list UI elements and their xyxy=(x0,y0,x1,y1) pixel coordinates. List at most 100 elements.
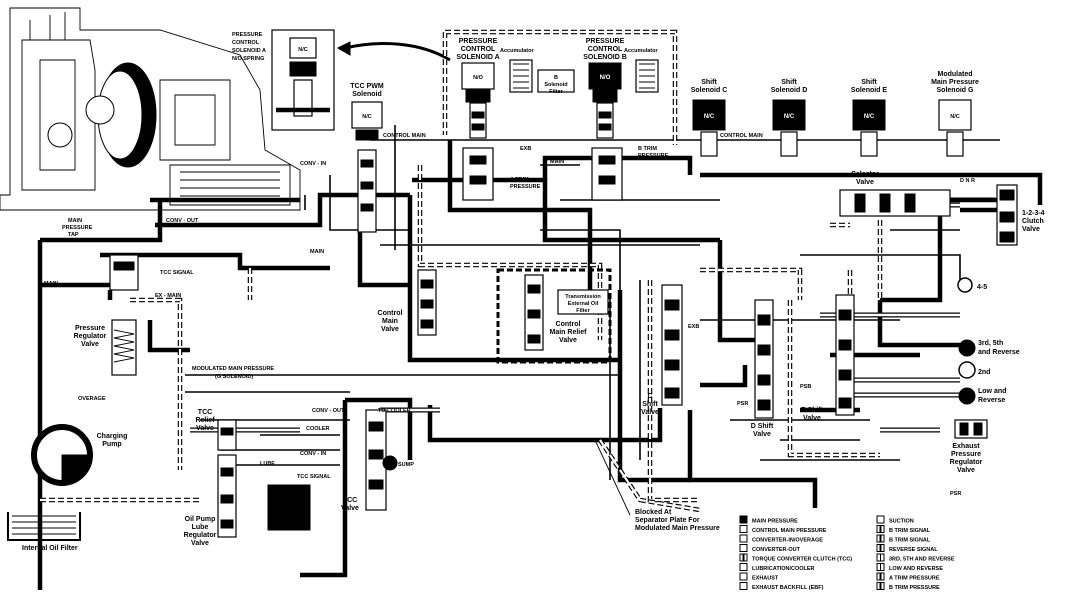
to-cooler-label: TO COOLER xyxy=(378,408,411,414)
inset-label-2: CONTROL xyxy=(232,40,260,46)
legend-item-label: REVERSE SIGNAL xyxy=(889,547,938,553)
inset-label-1: PRESSURE xyxy=(232,32,263,38)
sump-label: SUMP xyxy=(398,462,414,468)
accumulator-a-label: Accumulator xyxy=(500,48,534,54)
transmission-cross-section xyxy=(0,7,301,211)
control-main-relief-valve: Control Main Relief Valve Transmission E… xyxy=(496,268,612,364)
blocked-note-1: Blocked At xyxy=(635,509,672,516)
legend-item-label: MAIN PRESSURE xyxy=(752,519,798,525)
clutch-3rd-label-1: 3rd, 5th xyxy=(978,340,1003,347)
clutch-4-5-label: 4-5 xyxy=(977,284,987,291)
exhaust-regulator-valve: Exhaust Pressure Regulator Valve xyxy=(950,419,988,474)
pcs-a-label-1: PRESSURE xyxy=(459,38,498,45)
a-trim-label-2: PRESSURE xyxy=(510,184,541,190)
main-label-left: MAIN xyxy=(44,281,58,287)
exhaust-reg-label-4: Valve xyxy=(957,467,975,474)
sol-g-nc: N/C xyxy=(950,114,960,120)
tcc-valve-label-1: TCC xyxy=(343,497,357,504)
control-lines xyxy=(185,125,1000,480)
pcs-a-label-3: SOLENOID A xyxy=(456,54,499,61)
shift-e-label-2: Solenoid E xyxy=(851,87,888,94)
exhaust-reg-label-2: Pressure xyxy=(951,451,981,458)
lube-reg-label-3: Regulator xyxy=(184,532,217,539)
e-shift-label-2: Valve xyxy=(803,415,821,422)
relief-valve-label-2: Main Relief xyxy=(550,329,588,336)
e-shift-label-1: E Shift xyxy=(801,407,824,414)
d-shift-label-1: D Shift xyxy=(751,423,774,430)
pcs-b-label-3: SOLENOID B xyxy=(583,54,627,61)
shift-solenoid-c: Shift Solenoid C N/C xyxy=(691,79,728,157)
control-main-valve-label-1: Control xyxy=(378,310,403,317)
modulated-main-2: (G SOLENOID) xyxy=(215,374,253,380)
sol-g-label-3: Solenoid G xyxy=(937,87,975,94)
internal-oil-filter: Internal Oil Filter xyxy=(7,512,81,552)
selector-valve-label-2: Valve xyxy=(856,179,874,186)
d-shift-label-2: Valve xyxy=(753,431,771,438)
legend-item-label: CONVERTER-OUT xyxy=(752,547,801,553)
main-pressure-tap-3: TAP xyxy=(68,232,79,238)
b-trim-label-1: B TRIM xyxy=(638,146,657,152)
conv-out-label-bottom: CONV - OUT xyxy=(312,408,345,414)
pcs-a-no: N/O xyxy=(473,75,484,81)
legend-item-label: TORQUE CONVERTER CLUTCH (TCC) xyxy=(752,557,852,563)
tcc-relief-label-3: Valve xyxy=(196,425,214,432)
solenoid-filter: B Solenoid Filter xyxy=(537,69,575,95)
legend-item-label: EXHAUST xyxy=(752,576,779,582)
a-trim-label-1: A TRIM xyxy=(510,177,529,183)
legend-item-label: B TRIM PRESSURE xyxy=(889,585,940,591)
clutch-2nd-label: 2nd xyxy=(978,369,990,376)
legend-item-label: CONTROL MAIN PRESSURE xyxy=(752,528,827,534)
cooler-label: COOLER xyxy=(306,426,330,432)
exb-label: EXB xyxy=(520,146,531,152)
line-labels: MAIN CONV - IN CONV - OUT MAIN PRESSURE … xyxy=(44,161,961,497)
inset-label-4: N/O SPRING xyxy=(232,56,264,62)
blocked-note: Blocked At Separator Plate For Modulated… xyxy=(594,439,720,532)
tcc-relief-label-1: TCC xyxy=(198,409,212,416)
accumulator-b-label: Accumulator xyxy=(624,48,658,54)
main-pressure-tap-2: PRESSURE xyxy=(62,225,93,231)
pcs-b-no: N/O xyxy=(600,75,611,81)
charging-pump-label-1: Charging xyxy=(97,433,128,440)
ex-main-label: EX - MAIN xyxy=(155,293,181,299)
inset-label-3: SOLENOID A xyxy=(232,48,266,54)
c-shift-valve: C Shift Valve EXB xyxy=(641,284,699,416)
relief-valve-label-1: Control xyxy=(556,321,581,328)
shift-c-nc: N/C xyxy=(704,114,715,120)
legend: MAIN PRESSURE CONTROL MAIN PRESSURE CONVER… xyxy=(739,515,955,591)
psr-label-d: PSR xyxy=(737,401,748,407)
solenoid-filter-label-2: Solenoid xyxy=(544,82,567,88)
relief-valve-label-3: Valve xyxy=(559,337,577,344)
selector-valve-label-1: Selector xyxy=(851,171,879,178)
solenoid-filter-label-3: Filter xyxy=(549,89,563,95)
main-label-mid-left: MAIN xyxy=(310,249,324,255)
tcc-pwm-label-1: TCC PWM xyxy=(350,83,384,90)
pressure-control-solenoid-a: PRESSURE CONTROL SOLENOID A N/O Accumula… xyxy=(456,38,534,139)
shift-d-label-1: Shift xyxy=(781,79,797,86)
legend-swatch xyxy=(876,515,885,524)
tcc-signal-label-bottom: TCC SIGNAL xyxy=(297,474,331,480)
pressure-regulator-valve: Pressure Regulator Valve xyxy=(74,254,139,376)
lube-reg-label-1: Oil Pump xyxy=(185,516,216,523)
tcc-valve: TCC Valve SUMP xyxy=(267,409,414,531)
shift-d-label-2: Solenoid D xyxy=(771,87,808,94)
tcc-pwm-solenoid: TCC PWM Solenoid N/C xyxy=(350,83,384,233)
exb-label-c: EXB xyxy=(688,324,699,330)
shift-d-nc: N/C xyxy=(784,114,795,120)
legend-swatch xyxy=(739,515,748,524)
tcc-pwm-label-2: Solenoid xyxy=(352,91,382,98)
conv-in-label-bottom: CONV - IN xyxy=(300,451,326,457)
legend-item-label: SUCTION xyxy=(889,519,914,525)
d-shift-valve: D Shift Valve PSR xyxy=(737,299,774,438)
sol-g-label-1: Modulated xyxy=(938,71,973,78)
charging-pump-label-2: Pump xyxy=(102,441,121,448)
charging-pump: Charging Pump xyxy=(31,424,128,486)
shift-c-label-2: Solenoid C xyxy=(691,87,728,94)
pressure-reg-label-3: Valve xyxy=(81,341,99,348)
legend-item-label: CONVERTER-IN/OVERAGE xyxy=(752,538,823,544)
legend-item-label: LOW AND REVERSE xyxy=(889,566,943,572)
pressure-reg-label-1: Pressure xyxy=(75,325,105,332)
legend-item-label: EXHAUST BACKFILL (EBF) xyxy=(752,585,824,591)
shift-solenoid-d: Shift Solenoid D N/C xyxy=(771,79,808,157)
tcc-signal-label: TCC SIGNAL xyxy=(160,270,194,276)
